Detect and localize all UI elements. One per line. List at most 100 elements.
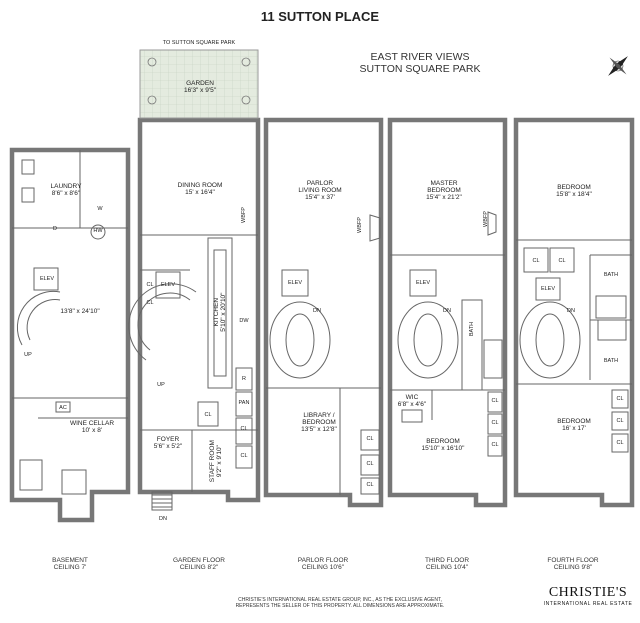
views-line-2: SUTTON SQUARE PARK	[359, 62, 481, 75]
room-parlor-name-2: LIVING ROOM	[298, 187, 342, 195]
brand-logo: CHRISTIE'S INTERNATIONAL REAL ESTATE	[538, 585, 638, 607]
floor-ceiling-fourth: CEILING 9'8"	[553, 564, 593, 572]
room-library-dim: 13'5" x 12'8"	[301, 426, 337, 434]
room-third-bedroom-name: BEDROOM	[426, 438, 460, 445]
brand-subtitle: INTERNATIONAL REAL ESTATE	[543, 601, 633, 607]
floor-name-third: THIRD FLOOR	[424, 557, 470, 564]
room-kitchen-name: KITCHEN	[212, 297, 220, 327]
fourth-bath-label-2: BATH	[603, 358, 619, 364]
garden-cl-label-1: CL	[146, 282, 154, 288]
room-wine-cellar-dim: 10' x 8'	[81, 427, 103, 435]
floor-ceiling-parlor: CEILING 10'6"	[301, 564, 345, 572]
fourth-cl-label-1: CL	[532, 258, 540, 264]
floor-ceiling-third: CEILING 10'4"	[425, 564, 469, 572]
room-foyer-name: FOYER	[156, 436, 180, 443]
water-heater-label: HW	[93, 228, 103, 234]
pantry-label: PAN	[238, 400, 250, 406]
fourth-elev-label: ELEV	[540, 286, 556, 292]
room-garden-name: GARDEN	[186, 80, 214, 87]
third-bath-label: BATH	[468, 321, 475, 337]
floor-ceiling-garden: CEILING 8'2"	[179, 564, 219, 572]
parlor-cl-label-2: CL	[366, 461, 374, 467]
room-fourth-bedroom-top-name: BEDROOM	[557, 184, 591, 191]
floor-label-garden: GARDEN FLOOR CEILING 8'2"	[159, 557, 239, 571]
third-dn-label: DN	[443, 308, 451, 314]
fourth-dn-label: DN	[567, 308, 575, 314]
third-elev-label: ELEV	[415, 280, 431, 286]
room-fourth-bedroom-top-dim: 15'8" x 18'4"	[556, 191, 592, 199]
floor-name-garden: GARDEN FLOOR	[172, 557, 225, 564]
room-dining-dim: 15' x 16'4"	[185, 189, 215, 197]
fourth-cl-label-3: CL	[616, 396, 624, 402]
room-kitchen: KITCHEN 5'10" x 20'10"	[213, 272, 227, 352]
room-garden-dim: 16'3" x 9'5"	[183, 87, 217, 95]
room-laundry: LAUNDRY 8'6" x 8'6"	[36, 183, 96, 197]
room-parlor-name-1: PARLOR	[306, 180, 334, 187]
fridge-label: R	[242, 376, 246, 382]
room-wine-cellar-name: WINE CELLAR	[69, 420, 115, 427]
third-cl-label-2: CL	[491, 420, 499, 426]
page-title: 11 SUTTON PLACE	[260, 9, 380, 24]
parlor-dn-label: DN	[313, 308, 321, 314]
parlor-wbfp-label: WBFP	[356, 217, 363, 233]
room-parlor: PARLOR LIVING ROOM 15'4" x 37'	[280, 180, 360, 201]
room-kitchen-dim: 5'10" x 20'10"	[220, 292, 227, 332]
room-master-name-1: MASTER	[430, 180, 458, 187]
disclaimer: CHRISTIE'S INTERNATIONAL REAL ESTATE GRO…	[170, 597, 510, 609]
fourth-cl-label-2: CL	[558, 258, 566, 264]
room-wic: WIC 6'8" x 4'6"	[392, 394, 432, 408]
parlor-elev-label: ELEV	[287, 280, 303, 286]
garden-area	[139, 49, 259, 119]
floor-label-fourth: FOURTH FLOOR CEILING 9'8"	[533, 557, 613, 571]
room-library: LIBRARY / BEDROOM 13'5" x 12'8"	[284, 412, 354, 433]
basement-up-label: UP	[24, 352, 32, 358]
floor-name-fourth: FOURTH FLOOR	[547, 557, 599, 564]
room-dining: DINING ROOM 15' x 16'4"	[160, 182, 240, 196]
views-line-1: EAST RIVER VIEWS	[370, 51, 470, 63]
room-staff-dim: 9'2" x 9'10"	[216, 445, 223, 478]
garden-up-label: UP	[157, 382, 165, 388]
parlor-floor-walls	[263, 117, 384, 508]
room-garden: GARDEN 16'3" x 9'5"	[150, 80, 250, 94]
room-foyer-dim: 5'6" x 5'2"	[153, 443, 183, 451]
floor-ceiling-basement: CEILING 7'	[53, 564, 87, 572]
room-master: MASTER BEDROOM 15'4" x 21'2"	[404, 180, 484, 201]
room-basement-main-dim: 13'8" x 24'10"	[60, 308, 100, 315]
floor-name-parlor: PARLOR FLOOR	[297, 557, 349, 564]
dw-label: DW	[239, 318, 249, 324]
garden-wbfp-label: WBFP	[240, 207, 247, 223]
room-fourth-bedroom-bottom: BEDROOM 16' x 17'	[534, 418, 614, 432]
views-caption: EAST RIVER VIEWS SUTTON SQUARE PARK	[340, 51, 500, 75]
garden-cl-label-4: CL	[240, 453, 248, 459]
room-library-name-1: LIBRARY /	[303, 412, 335, 419]
fourth-floor-walls	[513, 117, 635, 508]
brand-name: CHRISTIE'S	[548, 585, 628, 600]
room-laundry-name: LAUNDRY	[50, 183, 82, 190]
fourth-bath-label-1: BATH	[603, 272, 619, 278]
dryer-label: D	[53, 226, 57, 232]
room-parlor-dim: 15'4" x 37'	[305, 194, 335, 202]
ac-label: AC	[59, 405, 67, 411]
room-fourth-bedroom-bottom-name: BEDROOM	[557, 418, 591, 425]
third-cl-label-1: CL	[491, 398, 499, 404]
parlor-cl-label-1: CL	[366, 436, 374, 442]
room-dining-name: DINING ROOM	[177, 182, 223, 189]
disclaimer-line-1: CHRISTIE'S INTERNATIONAL REAL ESTATE GRO…	[238, 597, 442, 603]
room-fourth-bedroom-bottom-dim: 16' x 17'	[562, 425, 586, 433]
room-staff-name: STAFF ROOM	[208, 440, 216, 483]
floor-label-basement: BASEMENT CEILING 7'	[30, 557, 110, 571]
fourth-cl-label-4: CL	[616, 418, 624, 424]
room-wine-cellar: WINE CELLAR 10' x 8'	[56, 420, 128, 434]
room-fourth-bedroom-top: BEDROOM 15'8" x 18'4"	[534, 184, 614, 198]
basement-walls	[9, 147, 131, 523]
room-third-bedroom-dim: 15'10" x 16'10"	[421, 445, 465, 453]
garden-cl-label-3: CL	[240, 426, 248, 432]
room-laundry-dim: 8'6" x 8'6"	[51, 190, 81, 198]
room-staff: STAFF ROOM 9'2" x 9'10"	[209, 431, 223, 491]
fourth-cl-label-5: CL	[616, 440, 624, 446]
basement-elev-label: ELEV	[39, 276, 55, 282]
room-master-name-2: BEDROOM	[427, 187, 461, 195]
garden-cl-label-2: CL	[146, 300, 154, 306]
garden-cl-label-5: CL	[204, 412, 212, 418]
floor-label-parlor: PARLOR FLOOR CEILING 10'6"	[283, 557, 363, 571]
